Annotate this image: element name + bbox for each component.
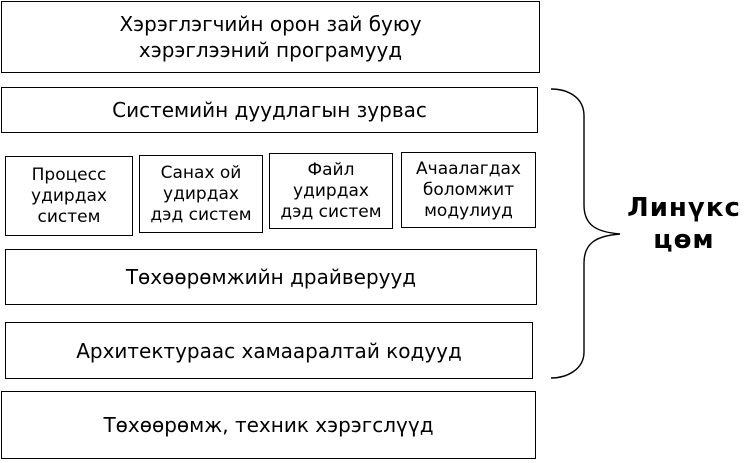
arch-dependent-code-box: Архитектураас хамааралтай кодууд (5, 322, 533, 379)
user-space-box: Хэрэглэгчийн орон зай буюу хэрэглээний п… (1, 1, 540, 73)
loadable-modules-box: Ачаалагдах боломжит модулиуд (401, 152, 536, 228)
linux-kernel-label: Линүкс цөм (627, 193, 741, 255)
syscall-interface-box: Системийн дуудлагын зурвас (1, 87, 538, 133)
hardware-box: Төхөөрөмж, техник хэрэгслүүд (1, 391, 536, 459)
memory-management-box: Санах ой удирдах дэд систем (139, 155, 263, 233)
process-management-box: Процесс удирдах систем (5, 156, 133, 236)
device-drivers-box: Төхөөрөмжийн драйверууд (5, 249, 537, 305)
file-system-box: Файл удирдах дэд систем (269, 153, 393, 229)
